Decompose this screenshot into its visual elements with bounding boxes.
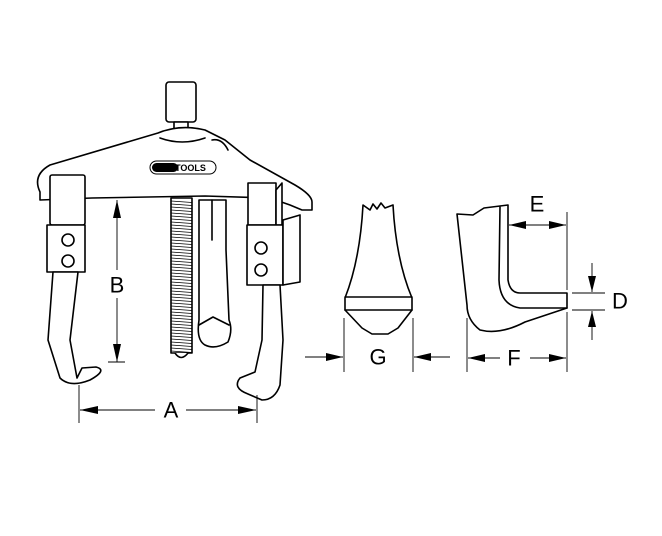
dimension-label-B: B [110,273,125,298]
dimension-B: B [108,200,125,363]
thread-line [170,239,193,242]
dimension-F: F [466,312,568,372]
thread-line [170,338,193,341]
thread-line [170,260,193,263]
ks-tools-logo: KS TOOLS [149,160,217,175]
spindle-hex-head [165,81,197,123]
thread-line [170,329,193,332]
thread-line [170,293,193,296]
dimension-A: A [78,385,258,423]
thread-line [170,275,193,278]
thread-line [170,314,193,317]
left-arm-bolt [61,254,75,268]
left-arm-bolt [61,233,75,247]
thread-line [170,287,193,290]
spindle-tip [174,352,189,359]
thread-line [170,347,193,350]
dimension-label-E: E [530,192,545,217]
threaded-spindle [170,197,193,354]
thread-line [170,257,193,260]
thread-line [170,326,193,329]
dimension-label-A: A [164,398,179,423]
dimension-E: E [509,192,568,290]
thread-line [170,263,193,266]
thread-line [170,311,193,314]
thread-line [170,320,193,323]
thread-line [170,335,193,338]
dimension-label-D: D [612,289,628,314]
thread-line [170,317,193,320]
thread-line [170,254,193,257]
yoke-hub [159,137,206,143]
thread-line [170,224,193,227]
spindle-threads [170,200,193,353]
jaw-side-profile [456,204,568,333]
left-arm-block [46,224,86,273]
right-arm-bolt [254,263,268,277]
three-arm-puller: KS TOOLS [36,81,313,401]
thread-line [170,218,193,221]
svg-text:KS TOOLS: KS TOOLS [160,163,206,173]
thread-line [170,248,193,251]
right-arm-clamp [247,182,277,226]
thread-line [170,236,193,239]
thread-line [170,350,193,353]
thread-line [170,209,193,212]
right-arm-jaw [236,284,284,401]
jaw-front-profile [344,202,413,335]
thread-line [170,245,193,248]
dimension-G: G [305,318,450,372]
thread-line [170,227,193,230]
thread-line [170,203,193,206]
thread-line [170,200,193,203]
thread-line [170,278,193,281]
thread-line [170,299,193,302]
thread-line [170,269,193,272]
thread-line [170,281,193,284]
thread-line [170,302,193,305]
dimension-label-G: G [369,345,386,370]
right-arm-bolt [254,241,268,255]
dimension-label-F: F [507,346,520,371]
thread-line [170,296,193,299]
thread-line [170,221,193,224]
right-arm-block [246,224,284,286]
dimension-D: D [572,263,628,340]
left-arm-clamp [49,174,86,226]
thread-line [170,266,193,269]
thread-line [170,206,193,209]
thread-line [170,251,193,254]
thread-line [170,230,193,233]
thread-line [170,284,193,287]
left-arm-jaw [47,271,102,385]
thread-line [170,308,193,311]
thread-line [170,215,193,218]
thread-line [170,212,193,215]
thread-line [170,290,193,293]
thread-line [170,305,193,308]
thread-line [170,233,193,236]
thread-line [170,242,193,245]
thread-line [170,344,193,347]
thread-line [170,332,193,335]
rear-arm [197,199,232,348]
thread-line [170,272,193,275]
thread-line [170,341,193,344]
thread-line [170,323,193,326]
